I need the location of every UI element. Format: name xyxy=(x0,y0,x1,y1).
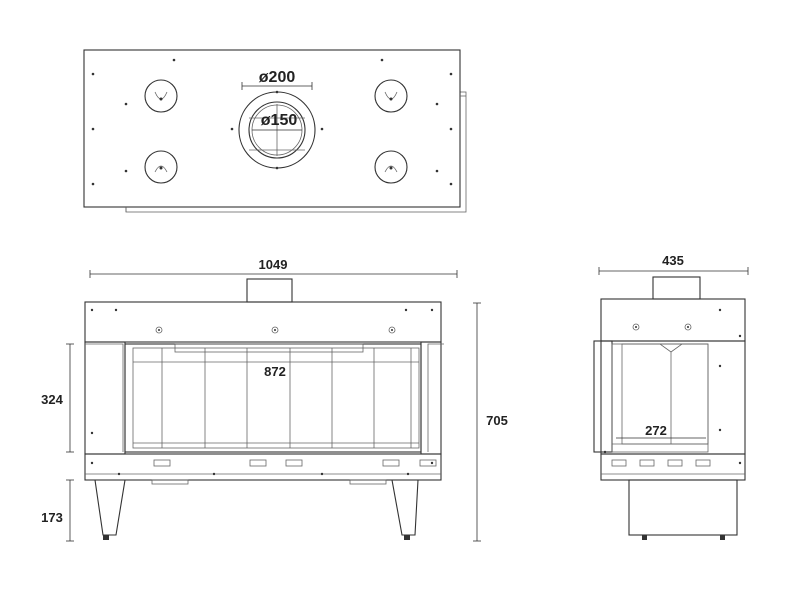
dim-label-side-depth: 435 xyxy=(662,253,684,268)
side-top-panel xyxy=(600,298,746,342)
top-hole-tr xyxy=(374,79,408,113)
side-front-frame xyxy=(593,340,613,453)
side-base xyxy=(628,479,738,536)
dim-label-leg-height: 173 xyxy=(41,510,63,525)
dim-label-total-height: 705 xyxy=(486,413,508,428)
front-screws xyxy=(90,308,434,476)
front-view: 1049 872 324 173 705 xyxy=(41,257,508,542)
top-view-outline xyxy=(83,49,461,208)
side-bottom-panel xyxy=(600,453,746,481)
flue-outer-circle xyxy=(238,91,316,169)
front-top-panel xyxy=(84,301,442,343)
top-hole-tl xyxy=(144,79,178,113)
dim-label-outer-diameter: ø200 xyxy=(259,69,296,86)
side-flue-pipe xyxy=(652,276,701,300)
front-left-leg xyxy=(94,479,126,536)
front-glass-opening xyxy=(124,343,422,453)
dim-label-front-width: 1049 xyxy=(259,257,288,272)
dim-label-side-inner-depth: 272 xyxy=(645,423,667,438)
front-right-leg xyxy=(391,479,419,536)
flue-inner-circle xyxy=(248,101,306,159)
front-flue-pipe xyxy=(246,278,293,303)
side-view: 435 272 xyxy=(593,253,749,540)
front-right-side xyxy=(420,341,442,455)
front-left-side xyxy=(84,341,126,455)
top-hole-br xyxy=(374,150,408,184)
front-bottom-panel xyxy=(84,453,442,481)
top-hole-bl xyxy=(144,150,178,184)
top-view: ø200 ø150 xyxy=(83,49,467,213)
dim-label-inner-diameter: ø150 xyxy=(261,112,298,129)
side-body xyxy=(600,340,746,455)
dim-label-opening-height: 324 xyxy=(41,392,63,407)
dim-label-opening-width: 872 xyxy=(264,364,286,379)
